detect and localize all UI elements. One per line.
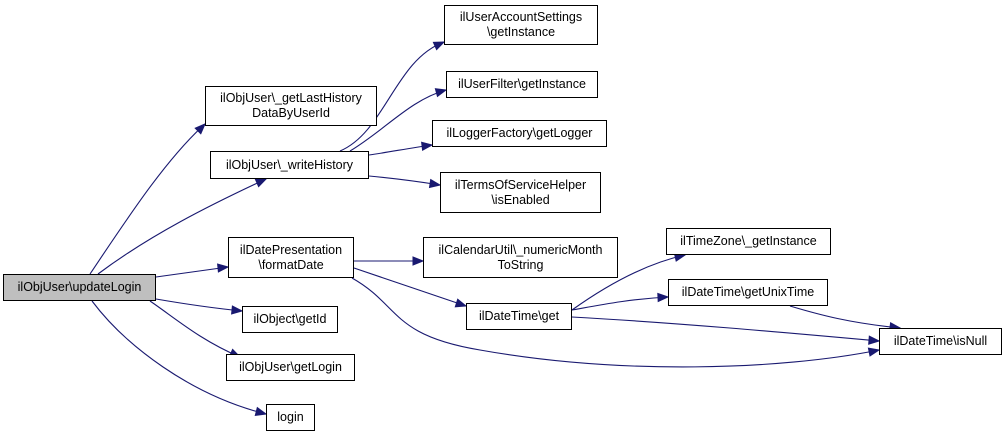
arrowhead-format-to-isnull (867, 347, 881, 357)
node-ildatetime-getunixtime[interactable]: ilDateTime\getUnixTime (668, 279, 828, 306)
node-iltermsofservicehelper-isenabled[interactable]: ilTermsOfServiceHelper \isEnabled (440, 172, 601, 213)
edge-write-to-termsofservice (368, 175, 441, 186)
edge-root-to-getlasthistory (89, 123, 206, 275)
edge-root-to-writehistory (97, 178, 267, 275)
edge-format-to-isnull (351, 277, 880, 368)
edge-root-to-login (91, 300, 267, 415)
node-ilobjuser-updatelogin[interactable]: ilObjUser\updateLogin (3, 274, 156, 301)
node-ildatepresentation-formatdate[interactable]: ilDatePresentation \formatDate (228, 237, 354, 278)
node-iluseraccountsettings-getinstance[interactable]: ilUserAccountSettings \getInstance (444, 5, 598, 45)
edge-get-to-isnull (571, 316, 880, 342)
arrowhead-get-to-unixtime (657, 292, 670, 303)
node-ilobjuser-writehistory[interactable]: ilObjUser\_writeHistory (210, 151, 369, 179)
arrowhead-write-to-accountsettings (432, 41, 446, 51)
node-ilobject-getid[interactable]: ilObject\getId (242, 306, 338, 333)
arrowhead-root-to-login (254, 406, 268, 416)
arrowhead-format-to-datetimeget (454, 298, 468, 308)
arrowhead-write-to-termsofservice (428, 178, 442, 189)
edge-format-to-datetimeget (353, 267, 467, 307)
edge-write-to-accountsettings (339, 41, 445, 152)
node-login[interactable]: login (266, 404, 315, 431)
node-ildatetime-get[interactable]: ilDateTime\get (466, 303, 572, 330)
node-ilcalendarutil-numericmonthtostring[interactable]: ilCalendarUtil\_numericMonth ToString (423, 237, 618, 278)
edge-write-to-userfilter (349, 89, 447, 152)
arrowhead-root-to-formatdate (217, 263, 230, 273)
arrowhead-write-to-loggerfactory (421, 141, 434, 151)
arrowhead-format-to-numericmonth (412, 256, 425, 266)
edge-root-to-getlogin (149, 300, 241, 358)
node-illoggerfactory-getlogger[interactable]: ilLoggerFactory\getLogger (432, 120, 607, 147)
edge-root-to-getid (155, 298, 243, 312)
node-iltimezone-getinstance[interactable]: ilTimeZone\_getInstance (666, 228, 831, 255)
edge-get-to-timezone (571, 254, 686, 311)
arrowhead-write-to-userfilter (434, 88, 448, 98)
node-ilobjuser-getlasthistorydatabyuserid[interactable]: ilObjUser\_getLastHistory DataByUserId (205, 86, 377, 126)
node-ildatetime-isnull[interactable]: ilDateTime\isNull (879, 328, 1002, 355)
arrowhead-root-to-writehistory (254, 178, 268, 188)
arrowhead-root-to-getlasthistory (194, 123, 206, 135)
edge-get-to-unixtime (571, 296, 669, 311)
arrowhead-get-to-isnull (868, 335, 881, 345)
arrowhead-root-to-getid (231, 305, 244, 315)
node-iluserfilter-getinstance[interactable]: ilUserFilter\getInstance (446, 71, 598, 98)
edge-root-to-formatdate (155, 266, 229, 278)
node-ilobjuser-getlogin[interactable]: ilObjUser\getLogin (226, 354, 355, 381)
edge-unixtime-to-isnull (789, 305, 901, 329)
